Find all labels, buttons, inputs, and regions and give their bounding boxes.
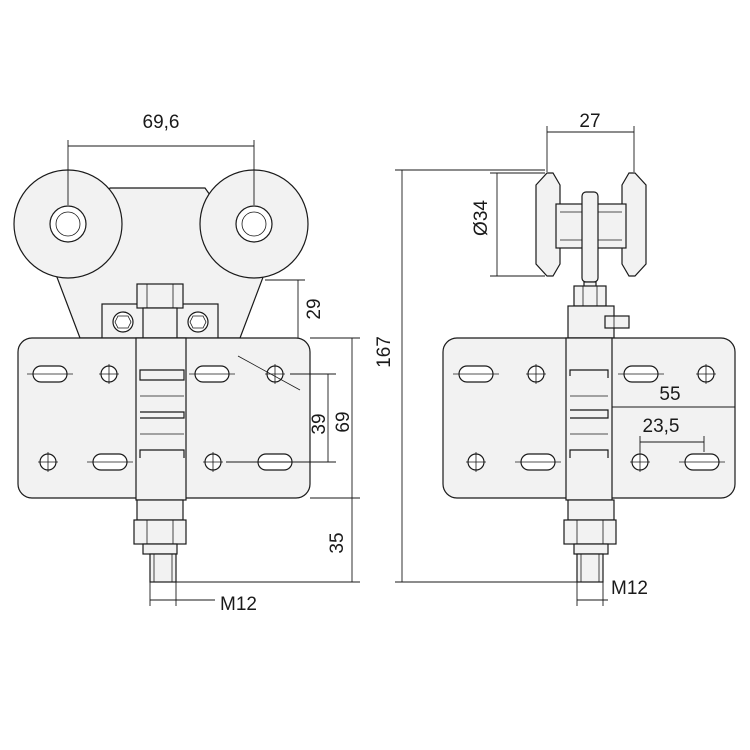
dim-wheel-spacing: 69,6	[143, 112, 180, 133]
dim-slot-spacing: 23,5	[643, 416, 680, 437]
front-hinge	[135, 337, 187, 501]
dim-hole-offset: 55	[659, 384, 680, 405]
front-hole	[203, 452, 223, 472]
side-slot	[679, 453, 725, 471]
dim-stem-length: 35	[327, 532, 348, 553]
front-slot	[87, 453, 133, 471]
side-neck-assembly	[567, 281, 630, 339]
side-wheels	[535, 172, 647, 283]
front-hole	[38, 452, 58, 472]
front-bolt-head-right	[187, 311, 209, 333]
side-plate-holes	[453, 364, 725, 472]
side-wheel-left	[535, 172, 561, 277]
side-hinge	[565, 337, 613, 501]
front-slot	[27, 365, 73, 383]
dim-thread-front: M12	[220, 594, 257, 615]
side-hole	[526, 364, 546, 384]
side-slot	[453, 365, 499, 383]
front-axle-nut-block	[101, 283, 219, 339]
front-hole	[265, 364, 285, 384]
dim-wheel-width: 27	[579, 111, 600, 132]
side-slot	[515, 453, 561, 471]
dim-hole-spacing: 39	[309, 413, 330, 434]
dim-plate-height: 69	[333, 411, 354, 432]
front-hole	[99, 364, 119, 384]
front-dimensions: 69,6 29 39 69 35 M12	[67, 112, 360, 615]
front-hole-leader	[237, 355, 301, 391]
side-dimensions: 27 Ø34 167 55 23,5 M12	[374, 111, 735, 606]
front-plate-holes	[27, 355, 301, 472]
dim-overall-height: 167	[374, 336, 395, 368]
front-bolt-head-left	[112, 311, 134, 333]
dim-thread-side: M12	[611, 578, 648, 599]
front-slot	[189, 365, 235, 383]
dim-wheel-diameter: Ø34	[471, 200, 492, 236]
side-hole	[466, 452, 486, 472]
side-view: 27 Ø34 167 55 23,5 M12	[374, 111, 736, 606]
dim-bracket-height: 29	[304, 298, 325, 319]
side-hole	[696, 364, 716, 384]
side-wheel-right	[621, 172, 647, 277]
side-hole	[630, 452, 650, 472]
side-slot	[618, 365, 664, 383]
front-view: 69,6 29 39 69 35 M12	[13, 112, 360, 615]
front-stem-assembly	[133, 499, 187, 583]
side-stem-assembly	[563, 499, 617, 583]
